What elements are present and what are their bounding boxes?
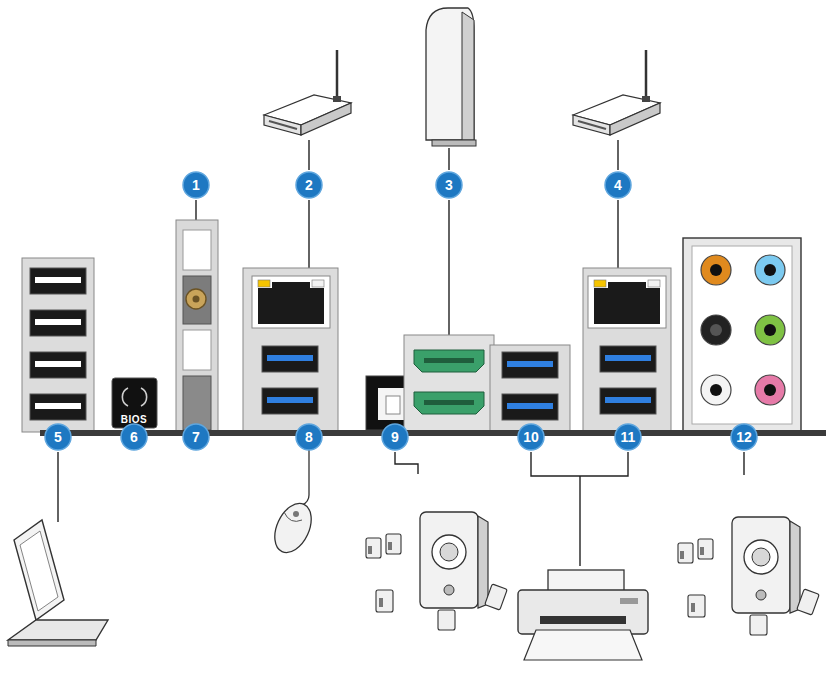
callout-number: 12 — [731, 424, 757, 450]
storage-tower — [426, 8, 476, 146]
esata-ports — [404, 335, 494, 432]
bios-button — [112, 378, 157, 428]
router-icon — [264, 50, 351, 135]
speaker-set — [366, 512, 507, 630]
leader-lines — [58, 140, 744, 566]
wifi-module — [176, 220, 218, 432]
callout-number: 6 — [121, 424, 147, 450]
panel-edge — [40, 430, 826, 436]
lan-usb3-stack — [243, 268, 338, 432]
callout-number: 5 — [45, 424, 71, 450]
button-label: BIOS — [121, 414, 147, 425]
callout-number: 7 — [183, 424, 209, 450]
callout-number: 10 — [518, 424, 544, 450]
callout-number: 2 — [296, 172, 322, 198]
audio-jacks — [683, 238, 801, 432]
laptop-icon — [8, 520, 108, 646]
router-icon — [573, 50, 660, 135]
lan-usb3-stack — [583, 268, 671, 432]
callout-number: 11 — [615, 424, 641, 450]
usb-stack — [22, 258, 94, 432]
callout-number: 8 — [296, 424, 322, 450]
callout-number: 9 — [382, 424, 408, 450]
mouse-icon — [268, 450, 319, 558]
printer-icon — [518, 570, 648, 660]
callout-number: 1 — [183, 172, 209, 198]
speaker-set — [678, 517, 819, 635]
callout-discs — [45, 172, 757, 450]
callout-number: 4 — [605, 172, 631, 198]
callout-number: 3 — [436, 172, 462, 198]
usb3-pair — [490, 345, 570, 432]
